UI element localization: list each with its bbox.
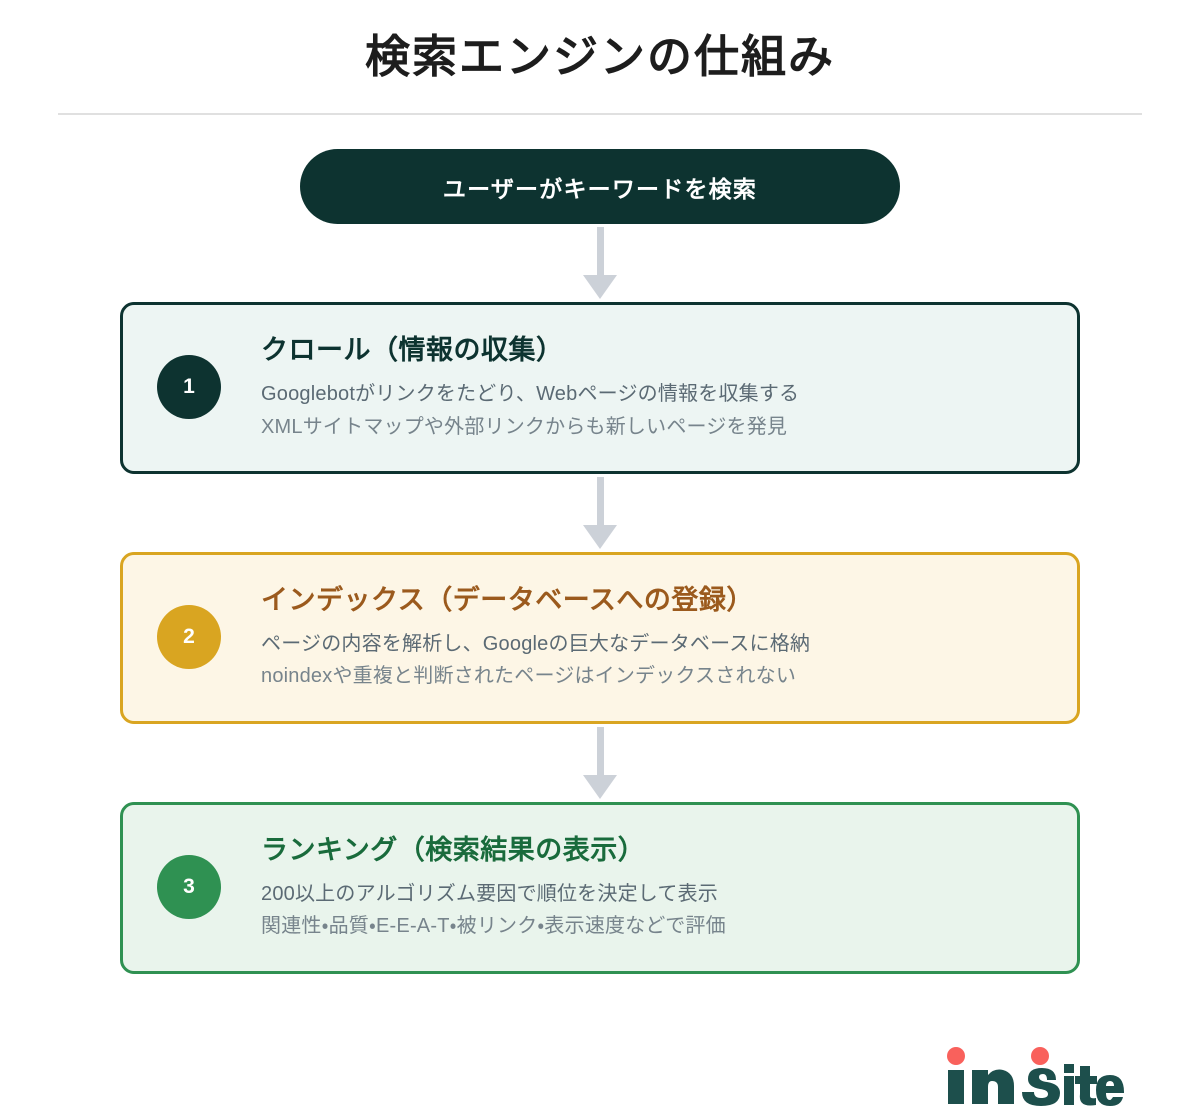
step-body: インデックス（データベースへの登録） ページの内容を解析し、Googleの巨大な… [261,581,1043,693]
step-card-index[interactable]: 2 インデックス（データベースへの登録） ページの内容を解析し、Googleの巨… [120,551,1080,724]
page-title: 検索エンジンの仕組み [364,31,835,82]
step-card-ranking[interactable]: 3 ランキング（検索結果の表示） 200以上のアルゴリズム要因で順位を決定して表… [120,801,1080,974]
flow-arrow-1 [0,224,1200,302]
entry-pill-row: ユーザーがキーワードを検索 [0,149,1200,225]
step-badge-col: 2 [157,604,261,669]
step-title: インデックス（データベースへの登録） [261,584,754,615]
step-card-row-1: 1 クロール（情報の収集） Googlebotがリンクをたどり、Webページの情… [0,302,1200,474]
step-card-row-3: 3 ランキング（検索結果の表示） 200以上のアルゴリズム要因で順位を決定して表… [0,801,1200,974]
step-badge-col: 3 [157,854,261,919]
flow-arrow-3 [0,724,1200,802]
step-description-line-1: Googlebotがリンクをたどり、Webページの情報を収集する [261,383,800,406]
step-number-badge: 1 [157,355,221,420]
step-number-label: 2 [183,624,195,648]
entry-pill-label: ユーザーがキーワードを検索 [442,175,758,202]
step-number-label: 1 [183,375,195,399]
arrow-shaft [596,726,604,775]
flow-arrow-2 [0,474,1200,552]
step-number-badge: 3 [157,854,221,919]
step-description-line-2: 関連性・品質・E-E-A-T・被リンク・表示速度などで評価 [261,915,726,938]
arrow-head-icon [583,275,617,300]
step-title: クロール（情報の収集） [261,335,564,366]
process-flow: ユーザーがキーワードを検索 1 クロール（情報の収集） Googlebotがリン… [0,115,1200,974]
step-number-badge: 2 [157,604,221,669]
step-body: ランキング（検索結果の表示） 200以上のアルゴリズム要因で順位を決定して表示 … [261,831,1043,943]
step-title: ランキング（検索結果の表示） [261,834,646,865]
step-card-row-2: 2 インデックス（データベースへの登録） ページの内容を解析し、Googleの巨… [0,551,1200,724]
entry-pill[interactable]: ユーザーがキーワードを検索 [300,149,900,225]
arrow-shaft [596,476,604,525]
step-badge-col: 1 [157,355,261,420]
brand-logo [944,1042,1124,1112]
step-description-line-2: noindexや重複と判断されたページはインデックスされない [261,665,797,688]
arrow-shaft [596,227,604,276]
arrow-head-icon [583,774,617,799]
step-description-line-2: XMLサイトマップや外部リンクからも新しいページを発見 [261,415,788,438]
page-header: 検索エンジンの仕組み [0,0,1200,116]
step-card-crawl[interactable]: 1 クロール（情報の収集） Googlebotがリンクをたどり、Webページの情… [120,302,1080,474]
arrow-head-icon [583,524,617,549]
step-description-line-1: ページの内容を解析し、Googleの巨大なデータベースに格納 [261,633,811,656]
insite-logo-icon [947,1047,1124,1106]
step-number-label: 3 [183,874,195,898]
title-divider [58,113,1142,116]
step-body: クロール（情報の収集） Googlebotがリンクをたどり、Webページの情報を… [261,331,1043,443]
step-description-line-1: 200以上のアルゴリズム要因で順位を決定して表示 [261,882,718,905]
